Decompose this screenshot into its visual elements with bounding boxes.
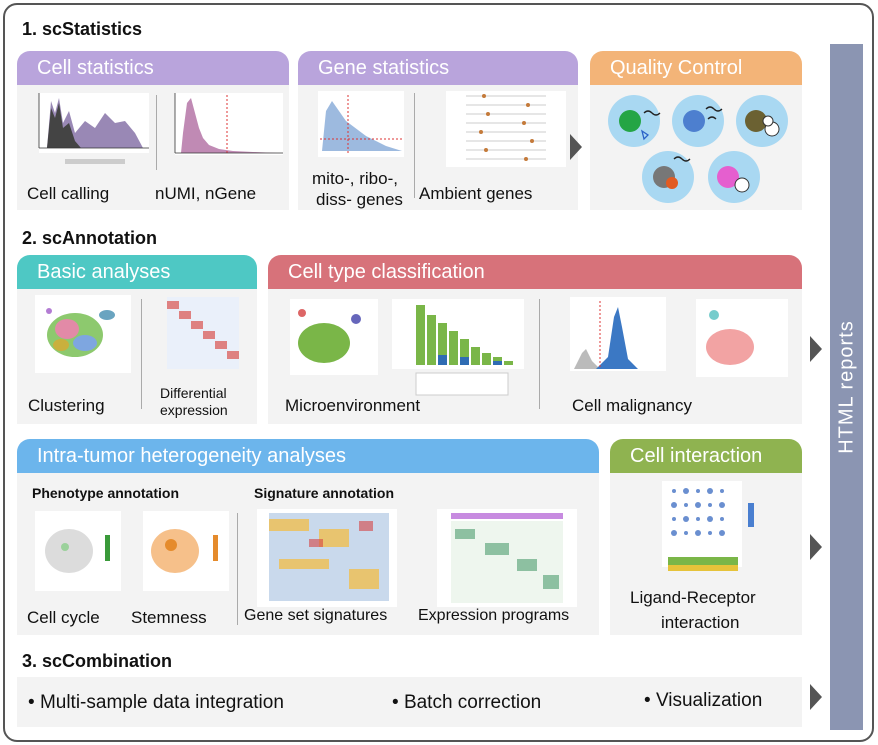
html-reports-bar [830, 44, 863, 730]
label-phenotype-annotation: Phenotype annotation [32, 485, 179, 501]
divider [141, 299, 142, 409]
label-interaction: interaction [661, 613, 740, 632]
label-clustering: Clustering [28, 396, 105, 415]
stemness-tsne-plot [143, 511, 229, 591]
mito-scatter-plot [318, 91, 404, 157]
arrow-icon [810, 534, 822, 560]
arrow-icon [810, 684, 822, 710]
qc-cells-illustration [608, 95, 788, 203]
gene-statistics-panel [298, 85, 578, 210]
tab-gene-statistics: Gene statistics [298, 51, 578, 85]
divider [414, 93, 415, 198]
malignancy-tsne-plot [696, 299, 788, 377]
label-expression-programs: Expression programs [418, 607, 570, 624]
tab-cell-interaction: Cell interaction [610, 439, 802, 473]
tab-basic-analyses: Basic analyses [17, 255, 257, 289]
label-expression: expression [160, 402, 228, 418]
microenvironment-tsne-plot [290, 299, 378, 375]
differential-expression-heatmap [167, 297, 239, 369]
numi-histogram [174, 93, 283, 155]
section-title-scannotation: 2. scAnnotation [22, 228, 158, 248]
label-stemness: Stemness [131, 608, 207, 627]
cell-type-bar-chart [392, 299, 524, 396]
label-microenvironment: Microenvironment [285, 396, 421, 415]
cell-type-classification-panel [268, 289, 802, 424]
label-cell-calling: Cell calling [27, 184, 110, 203]
basic-analyses-panel [17, 289, 257, 424]
section-title-scstatistics: 1. scStatistics [22, 19, 143, 39]
tab-cell-type-classification: Cell type classification [268, 255, 802, 289]
label-numi-ngene: nUMI, nGene [155, 184, 257, 203]
clustering-tsne-plot [35, 295, 131, 373]
combination-item: • Batch correction [392, 692, 542, 713]
combination-label: Multi-sample data integration [39, 692, 284, 713]
label-differential: Differential [160, 385, 227, 401]
ambient-genes-plot [446, 91, 566, 167]
malignancy-density-plot [570, 297, 666, 371]
arrow-icon [810, 336, 822, 362]
gene-set-signatures-heatmap [257, 509, 397, 607]
divider [237, 513, 238, 625]
section-title-sccombination: 3. scCombination [22, 651, 173, 671]
cell-statistics-panel [17, 85, 289, 210]
cell-calling-plot [38, 93, 149, 164]
label-ligand-receptor: Ligand-Receptor [630, 588, 756, 607]
combination-label: Batch correction [403, 692, 542, 713]
cell-interaction-panel [610, 473, 802, 635]
label-mito-ribo: mito-, ribo-, [312, 169, 398, 188]
combination-item: • Visualization [644, 690, 763, 711]
combination-label: Visualization [655, 690, 763, 711]
quality-control-panel [590, 85, 802, 210]
tab-intra-tumor-heterogeneity: Intra-tumor heterogeneity analyses [17, 439, 599, 473]
ligand-receptor-dotplot [662, 481, 754, 571]
divider [539, 299, 540, 409]
label-gene-set-signatures: Gene set signatures [244, 607, 388, 624]
combination-item: • Multi-sample data integration [28, 692, 284, 713]
arrow-icon [570, 134, 582, 160]
ith-panel [17, 473, 599, 635]
combination-panel [17, 677, 802, 727]
expression-programs-heatmap [437, 509, 577, 607]
label-cell-cycle: Cell cycle [27, 608, 100, 627]
label-ambient-genes: Ambient genes [419, 184, 533, 203]
tab-quality-control: Quality Control [590, 51, 802, 85]
cell-cycle-tsne-plot [35, 511, 121, 591]
label-cell-malignancy: Cell malignancy [572, 396, 692, 415]
tab-cell-statistics: Cell statistics [17, 51, 289, 85]
label-diss-genes: diss- genes [316, 190, 403, 209]
label-signature-annotation: Signature annotation [254, 485, 394, 501]
divider [156, 95, 157, 170]
html-reports-label: HTML reports [835, 320, 858, 454]
